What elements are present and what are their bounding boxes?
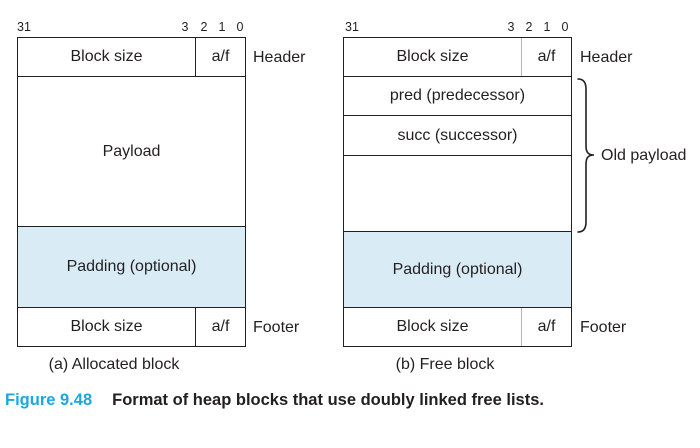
allocated-header-row: Block size a/f [18,38,245,77]
payload-label: Payload [102,142,161,160]
free-footer-af-cell: a/f [521,308,571,346]
allocated-footer-side-label: Footer [253,319,300,336]
caption-free-block: (b) Free block [395,356,495,373]
allocated-footer-row: Block size a/f [18,308,245,346]
bit-label-2-b: 2 [525,20,533,34]
figure-caption-text: Format of heap blocks that use doubly li… [112,391,544,409]
allocated-footer-af-cell: a/f [195,308,245,346]
allocated-header-blocksize-label: Block size [70,48,143,65]
free-pred-row: pred (predecessor) [344,77,571,116]
free-footer-side-label: Footer [580,319,627,336]
allocated-header-side-label: Header [253,49,306,66]
bit-label-1-b: 1 [543,20,551,34]
allocated-padding-row: Padding (optional) [18,227,245,308]
caption-allocated-block: (a) Allocated block [48,356,180,373]
bit-label-3-b: 3 [507,20,515,34]
succ-label: succ (successor) [397,126,518,144]
free-footer-row: Block size a/f [344,308,571,346]
free-footer-blocksize-label: Block size [396,318,469,335]
free-succ-row: succ (successor) [344,116,571,156]
bit-label-31-b: 31 [345,20,359,34]
bit-label-3-a: 3 [181,20,189,34]
bit-label-0-a: 0 [236,20,244,34]
pred-label: pred (predecessor) [389,87,526,104]
free-header-blocksize-label: Block size [396,48,469,65]
free-block-diagram: Block size a/f pred (predecessor) succ (… [343,37,572,347]
old-payload-brace-icon [577,78,595,233]
free-header-side-label: Header [580,49,633,66]
free-header-row: Block size a/f [344,38,571,77]
allocated-padding-label: Padding (optional) [66,258,197,275]
allocated-header-af-cell: a/f [195,38,245,76]
bit-label-2-a: 2 [200,20,208,34]
bit-label-31-a: 31 [17,20,31,34]
free-header-af-cell: a/f [521,38,571,76]
allocated-block-diagram: Block size a/f Payload Padding (optional… [17,37,246,347]
old-payload-label: Old payload [601,147,687,164]
figure-number: Figure 9.48 [5,391,93,409]
figure-caption: Figure 9.48 Format of heap blocks that us… [5,391,544,410]
allocated-payload-row: Payload [18,77,245,227]
free-unused-payload-row [344,156,571,232]
bit-label-1-a: 1 [218,20,226,34]
bit-label-0-b: 0 [561,20,569,34]
free-padding-label: Padding (optional) [392,260,523,278]
free-padding-row: Padding (optional) [344,232,571,308]
allocated-footer-blocksize-label: Block size [70,318,143,335]
